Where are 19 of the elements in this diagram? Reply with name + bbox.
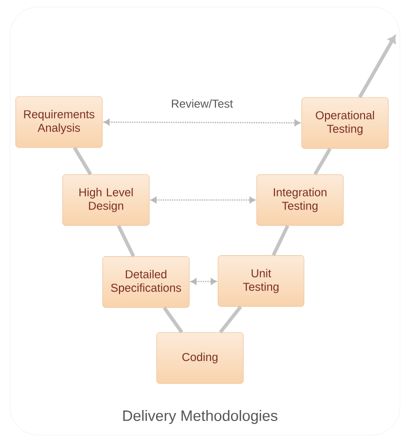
dotted-arrow	[190, 278, 217, 285]
arrow	[358, 35, 396, 98]
connector-line	[218, 306, 242, 334]
dotted-arrow	[104, 118, 300, 126]
process-box: Integration Testing	[256, 174, 344, 226]
caption: Delivery Methodologies	[123, 410, 278, 424]
process-box: Unit Testing	[218, 255, 304, 307]
process-box: High Level Design	[62, 174, 150, 226]
process-box: Coding	[156, 332, 244, 384]
connector-line	[314, 148, 332, 176]
connector-line	[162, 306, 184, 334]
connector-line	[116, 224, 136, 258]
process-box: Detailed Specifications	[102, 256, 190, 308]
edge-label: Review/Test	[169, 97, 235, 110]
dotted-arrow	[150, 196, 256, 204]
connector-line	[272, 224, 290, 256]
process-box: Requirements Analysis	[15, 96, 103, 148]
connector-line	[72, 146, 92, 176]
process-box: Operational Testing	[301, 97, 389, 149]
